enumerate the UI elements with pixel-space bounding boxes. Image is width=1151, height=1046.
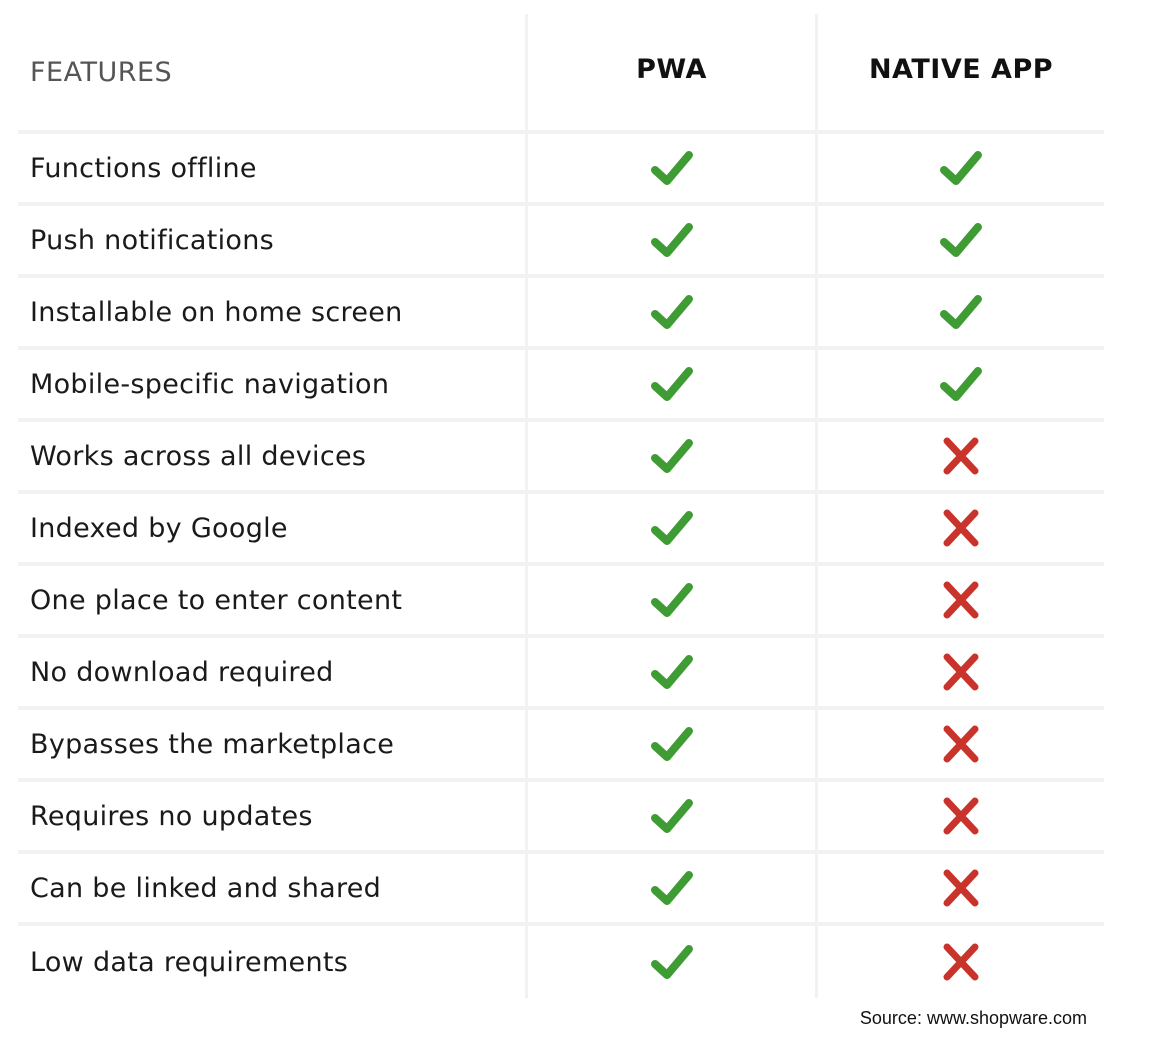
table-row: Functions offline: [18, 134, 1104, 206]
native-app-cell: [818, 926, 1104, 998]
pwa-cell: [528, 566, 818, 638]
checkmark-icon: [649, 505, 695, 551]
pwa-cell: [528, 350, 818, 422]
header-native-app: NATIVE APP: [818, 14, 1104, 134]
pwa-cell: [528, 782, 818, 854]
table-row: Low data requirements: [18, 926, 1104, 998]
native-app-cell: [818, 278, 1104, 350]
feature-label: Push notifications: [18, 206, 528, 278]
feature-label: Can be linked and shared: [18, 854, 528, 926]
table-row: Installable on home screen: [18, 278, 1104, 350]
table-row: Can be linked and shared: [18, 854, 1104, 926]
cross-icon: [938, 939, 984, 985]
checkmark-icon: [649, 939, 695, 985]
table-row: Bypasses the marketplace: [18, 710, 1104, 782]
header-features: FEATURES: [18, 14, 528, 134]
native-app-cell: [818, 422, 1104, 494]
native-app-cell: [818, 782, 1104, 854]
checkmark-icon: [649, 433, 695, 479]
checkmark-icon: [938, 217, 984, 263]
checkmark-icon: [649, 289, 695, 335]
feature-label: No download required: [18, 638, 528, 710]
checkmark-icon: [649, 217, 695, 263]
feature-label: Installable on home screen: [18, 278, 528, 350]
checkmark-icon: [649, 649, 695, 695]
table-row: Works across all devices: [18, 422, 1104, 494]
pwa-cell: [528, 638, 818, 710]
cross-icon: [938, 577, 984, 623]
checkmark-icon: [649, 577, 695, 623]
checkmark-icon: [938, 145, 984, 191]
native-app-cell: [818, 566, 1104, 638]
table-header-row: FEATURES PWA NATIVE APP: [18, 14, 1104, 134]
cross-icon: [938, 649, 984, 695]
checkmark-icon: [649, 721, 695, 767]
table-row: One place to enter content: [18, 566, 1104, 638]
pwa-cell: [528, 854, 818, 926]
native-app-cell: [818, 638, 1104, 710]
feature-label: One place to enter content: [18, 566, 528, 638]
native-app-cell: [818, 206, 1104, 278]
cross-icon: [938, 793, 984, 839]
table-row: Indexed by Google: [18, 494, 1104, 566]
feature-label: Low data requirements: [18, 926, 528, 998]
native-app-cell: [818, 350, 1104, 422]
cross-icon: [938, 433, 984, 479]
feature-comparison-table: FEATURES PWA NATIVE APP Functions offlin…: [18, 14, 1104, 998]
checkmark-icon: [649, 793, 695, 839]
checkmark-icon: [649, 865, 695, 911]
pwa-cell: [528, 710, 818, 782]
pwa-cell: [528, 422, 818, 494]
native-app-cell: [818, 854, 1104, 926]
native-app-cell: [818, 710, 1104, 782]
native-app-cell: [818, 134, 1104, 206]
feature-label: Works across all devices: [18, 422, 528, 494]
cross-icon: [938, 865, 984, 911]
pwa-cell: [528, 278, 818, 350]
pwa-cell: [528, 206, 818, 278]
native-app-cell: [818, 494, 1104, 566]
table-row: Requires no updates: [18, 782, 1104, 854]
cross-icon: [938, 505, 984, 551]
checkmark-icon: [938, 289, 984, 335]
table-row: Push notifications: [18, 206, 1104, 278]
feature-label: Indexed by Google: [18, 494, 528, 566]
pwa-cell: [528, 134, 818, 206]
feature-label: Functions offline: [18, 134, 528, 206]
feature-label: Mobile-specific navigation: [18, 350, 528, 422]
table-row: No download required: [18, 638, 1104, 710]
pwa-cell: [528, 494, 818, 566]
header-pwa: PWA: [528, 14, 818, 134]
checkmark-icon: [938, 361, 984, 407]
checkmark-icon: [649, 361, 695, 407]
cross-icon: [938, 721, 984, 767]
pwa-cell: [528, 926, 818, 998]
feature-label: Requires no updates: [18, 782, 528, 854]
source-credit: Source: www.shopware.com: [859, 1008, 1087, 1028]
table-row: Mobile-specific navigation: [18, 350, 1104, 422]
checkmark-icon: [649, 145, 695, 191]
feature-label: Bypasses the marketplace: [18, 710, 528, 782]
